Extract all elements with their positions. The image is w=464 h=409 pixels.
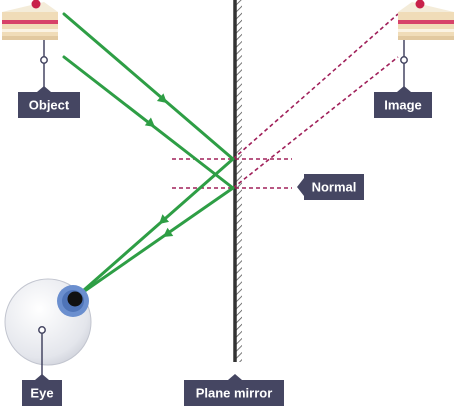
normal-label-box bbox=[304, 174, 364, 200]
object-cake-icon bbox=[2, 0, 58, 40]
arrow-reflected-lower bbox=[163, 227, 174, 237]
virtual-rays bbox=[232, 13, 399, 189]
normal-lines bbox=[172, 158, 292, 189]
object-callout-marker bbox=[40, 56, 48, 64]
eye-callout-marker bbox=[38, 326, 46, 334]
eyeball-icon bbox=[4, 278, 92, 366]
image-label: Image bbox=[384, 98, 422, 113]
mirror-callout: Plane mirror bbox=[184, 374, 284, 406]
mirror-label: Plane mirror bbox=[196, 386, 273, 401]
eye-callout: Eye bbox=[22, 326, 62, 406]
mirror-label-box bbox=[184, 380, 284, 406]
arrow-incident-upper bbox=[156, 93, 167, 103]
arrow-incident-lower bbox=[144, 117, 155, 127]
object-label-box bbox=[18, 92, 80, 118]
image-callout-marker bbox=[400, 56, 408, 64]
ray-arrowheads bbox=[144, 93, 174, 237]
image-cake-icon bbox=[398, 0, 454, 40]
object-callout: Object bbox=[18, 40, 80, 118]
normal-callout: Normal bbox=[297, 174, 364, 200]
virtual-ray-upper bbox=[232, 13, 399, 160]
eye-label: Eye bbox=[30, 386, 53, 401]
plane-mirror bbox=[233, 0, 242, 362]
mirror-hatching bbox=[236, 0, 242, 362]
normal-label: Normal bbox=[312, 180, 357, 195]
arrow-reflected-upper bbox=[159, 214, 170, 224]
eye-label-box bbox=[22, 380, 62, 406]
virtual-ray-lower bbox=[232, 56, 399, 189]
reflected-ray-lower bbox=[74, 186, 235, 299]
reflected-ray-upper bbox=[74, 157, 235, 299]
image-callout: Image bbox=[374, 40, 432, 118]
image-label-box bbox=[374, 92, 432, 118]
incident-ray-upper bbox=[62, 12, 235, 161]
object-label: Object bbox=[29, 98, 70, 113]
light-rays bbox=[62, 12, 235, 299]
